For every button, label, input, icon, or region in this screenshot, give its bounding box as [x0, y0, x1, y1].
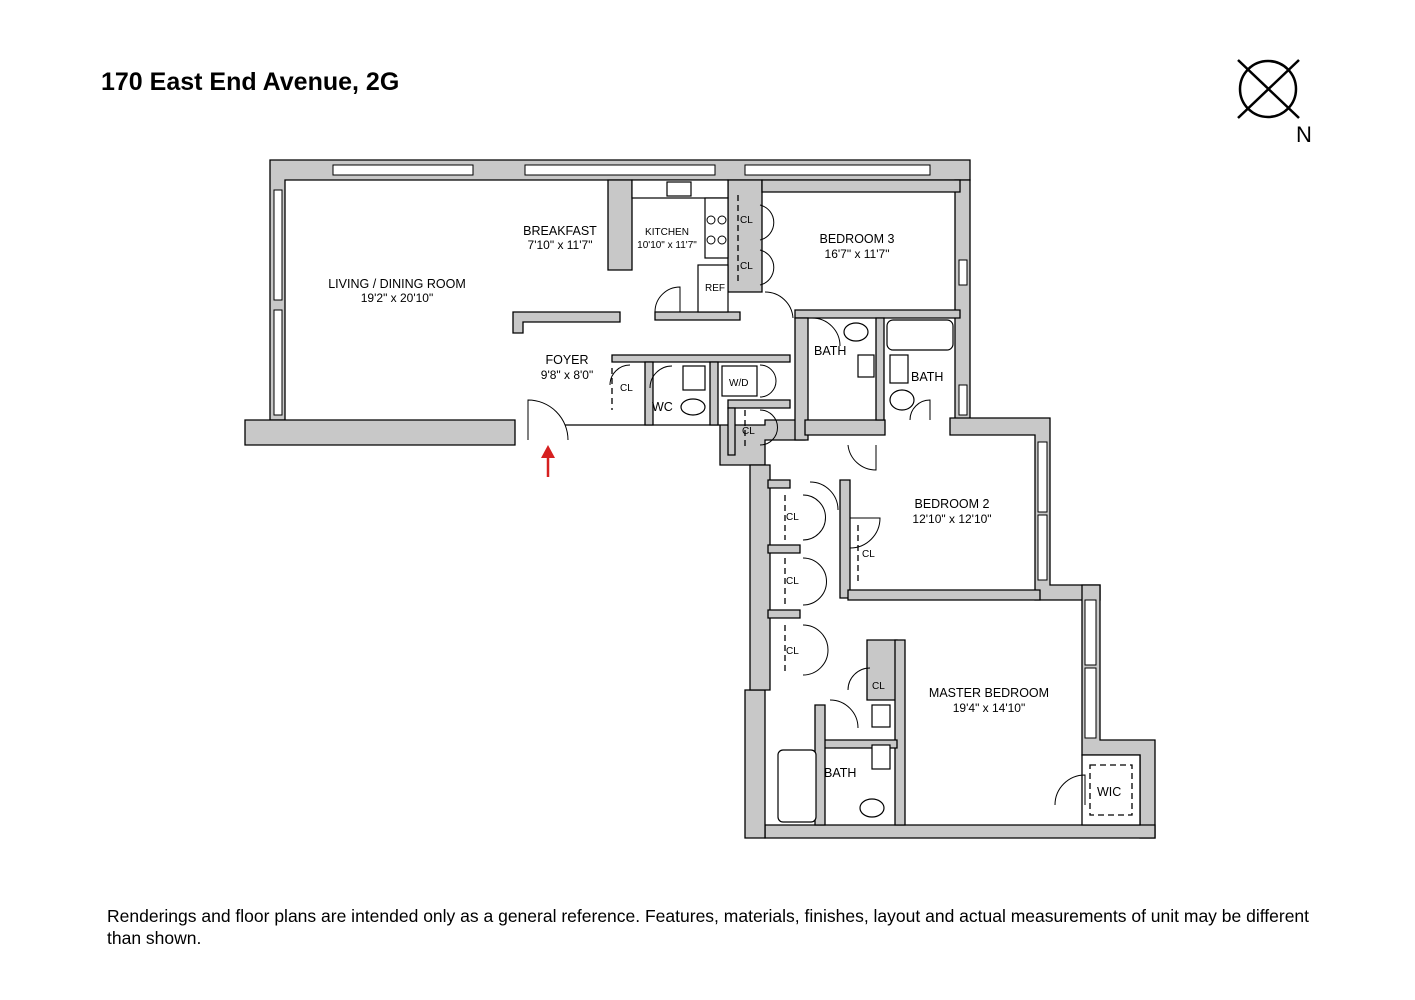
master-bedroom-dims: 19'4" x 14'10" [953, 701, 1026, 715]
living-room-name: LIVING / DINING ROOM [328, 277, 466, 291]
bedroom3-name: BEDROOM 3 [819, 232, 894, 246]
bath-label-3: BATH [824, 766, 856, 780]
kitchen-name: KITCHEN [645, 227, 689, 238]
disclaimer-text: Renderings and floor plans are intended … [107, 906, 1310, 948]
foyer-dims: 9'8" x 8'0" [541, 368, 593, 382]
bath-label-1: BATH [814, 344, 846, 358]
living-room-dims: 19'2" x 20'10" [361, 291, 434, 305]
fixtures [611, 179, 1133, 823]
foyer-name: FOYER [545, 353, 588, 367]
ref-label: REF [705, 283, 725, 294]
closet-label: CL [786, 512, 799, 523]
doors [527, 204, 1086, 806]
page-title: 170 East End Avenue, 2G [101, 68, 400, 96]
wd-label: W/D [729, 378, 748, 389]
exterior-walls [244, 159, 1156, 839]
entry-arrow-icon [541, 445, 555, 477]
closet-label: CL [740, 261, 753, 272]
bedroom3-dims: 16'7" x 11'7" [825, 247, 890, 261]
closet-label: CL [786, 646, 799, 657]
interior-walls [512, 179, 1141, 826]
bedroom2-name: BEDROOM 2 [914, 497, 989, 511]
breakfast-name: BREAKFAST [523, 224, 597, 238]
breakfast-dims: 7'10" x 11'7" [528, 238, 593, 252]
closet-label: CL [740, 215, 753, 226]
bedroom2-dims: 12'10" x 12'10" [912, 512, 991, 526]
compass-label: N [1296, 122, 1312, 147]
closet-label: CL [862, 549, 875, 560]
wc-label: WC [652, 400, 673, 414]
kitchen-dims: 10'10" x 11'7" [637, 240, 697, 251]
closet-label: CL [742, 426, 755, 437]
north-compass-icon: N [1237, 59, 1312, 147]
master-bedroom-name: MASTER BEDROOM [929, 686, 1049, 700]
bath-label-2: BATH [911, 370, 943, 384]
wic-label: WIC [1097, 785, 1121, 799]
closet-label: CL [786, 576, 799, 587]
closet-label: CL [872, 681, 885, 692]
closet-label: CL [620, 383, 633, 394]
